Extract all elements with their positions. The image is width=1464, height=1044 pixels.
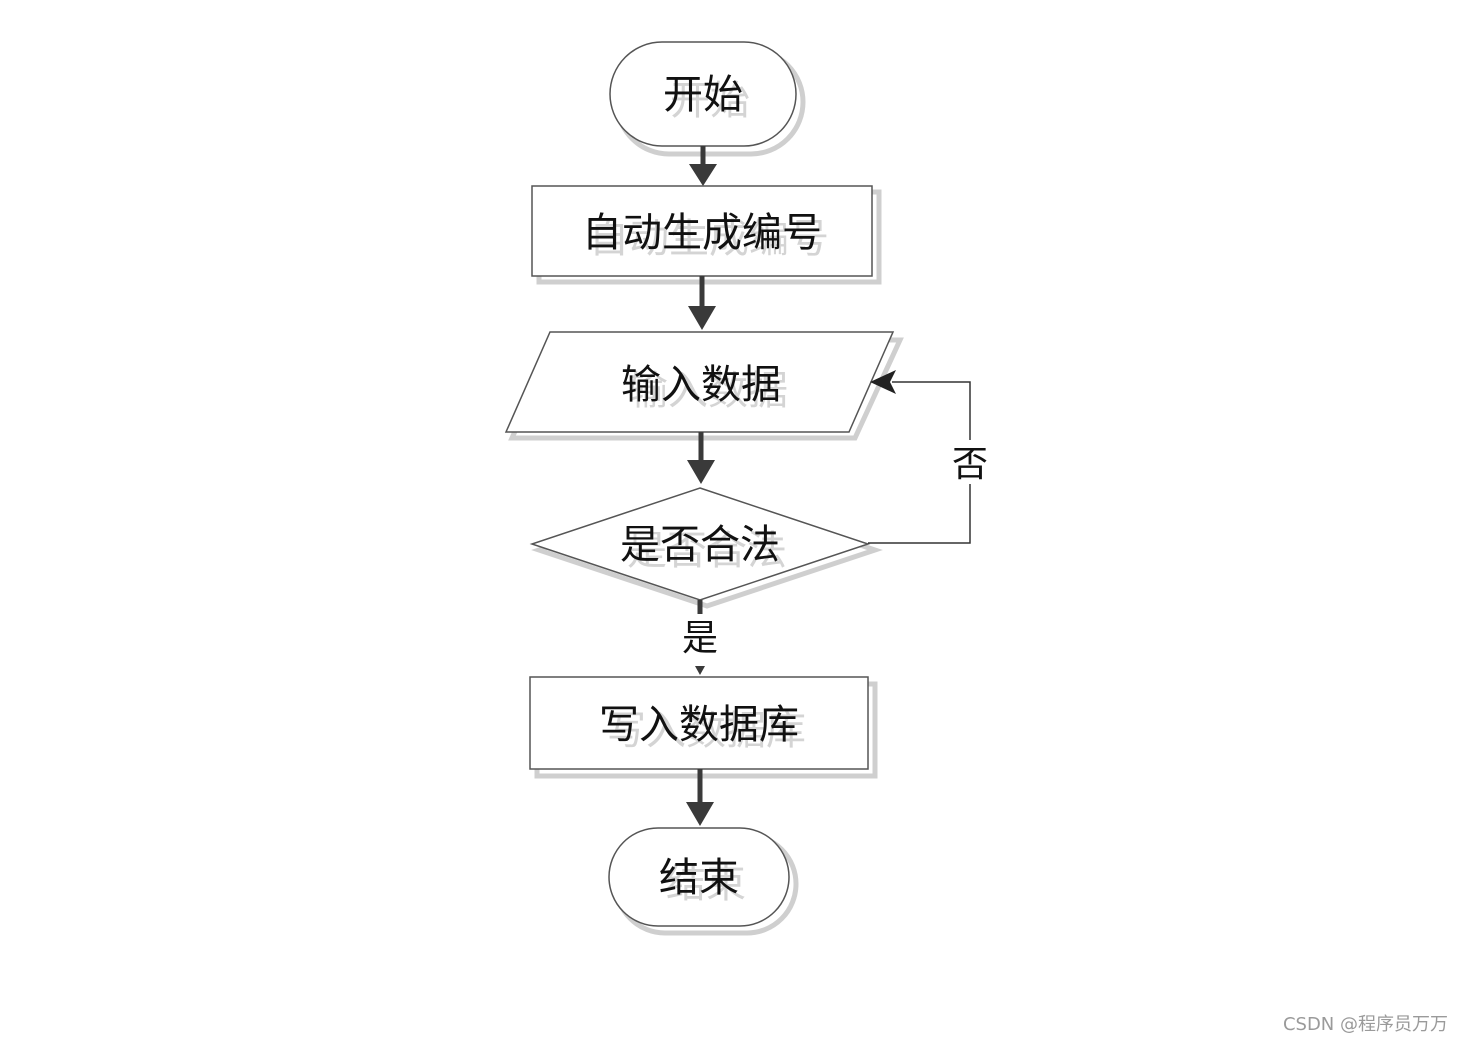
input-data-label: 输入数据 (621, 362, 781, 408)
start-label: 开始 (663, 72, 743, 118)
is-valid-label-shadow: 是否合法 (627, 528, 787, 574)
arrow-start-to-auto-number (689, 146, 717, 186)
is-valid-node: 是否合法 是否合法 (529, 487, 883, 609)
write-db-label-shadow: 写入数据库 (606, 708, 806, 754)
start-node: 开始 开始 (609, 41, 806, 157)
end-label: 结束 (659, 855, 739, 901)
input-data-node: 输入数据 输入数据 (504, 331, 904, 441)
arrow-write-db-to-end (686, 769, 714, 826)
end-node: 结束 结束 (608, 827, 799, 936)
arrow-auto-number-to-input (688, 276, 716, 330)
start-label-shadow: 开始 (670, 78, 750, 124)
auto-number-node: 自动生成编号 自动生成编号 (531, 185, 882, 285)
arrow-decision-no-to-input: 否 (868, 370, 992, 544)
arrow-decision-yes-to-write-db: 是 (682, 600, 718, 675)
auto-number-label-shadow: 自动生成编号 (589, 216, 829, 262)
end-label-shadow: 结束 (666, 861, 746, 907)
input-data-label-shadow: 输入数据 (628, 368, 788, 414)
watermark: CSDN @程序员万万 (1282, 1014, 1448, 1035)
write-db-label: 写入数据库 (599, 702, 799, 748)
no-label: 否 (952, 444, 988, 485)
is-valid-label: 是否合法 (620, 522, 780, 568)
auto-number-label: 自动生成编号 (582, 210, 822, 256)
arrow-input-to-decision (687, 432, 715, 484)
write-db-node: 写入数据库 写入数据库 (529, 676, 878, 779)
yes-label: 是 (682, 618, 718, 659)
